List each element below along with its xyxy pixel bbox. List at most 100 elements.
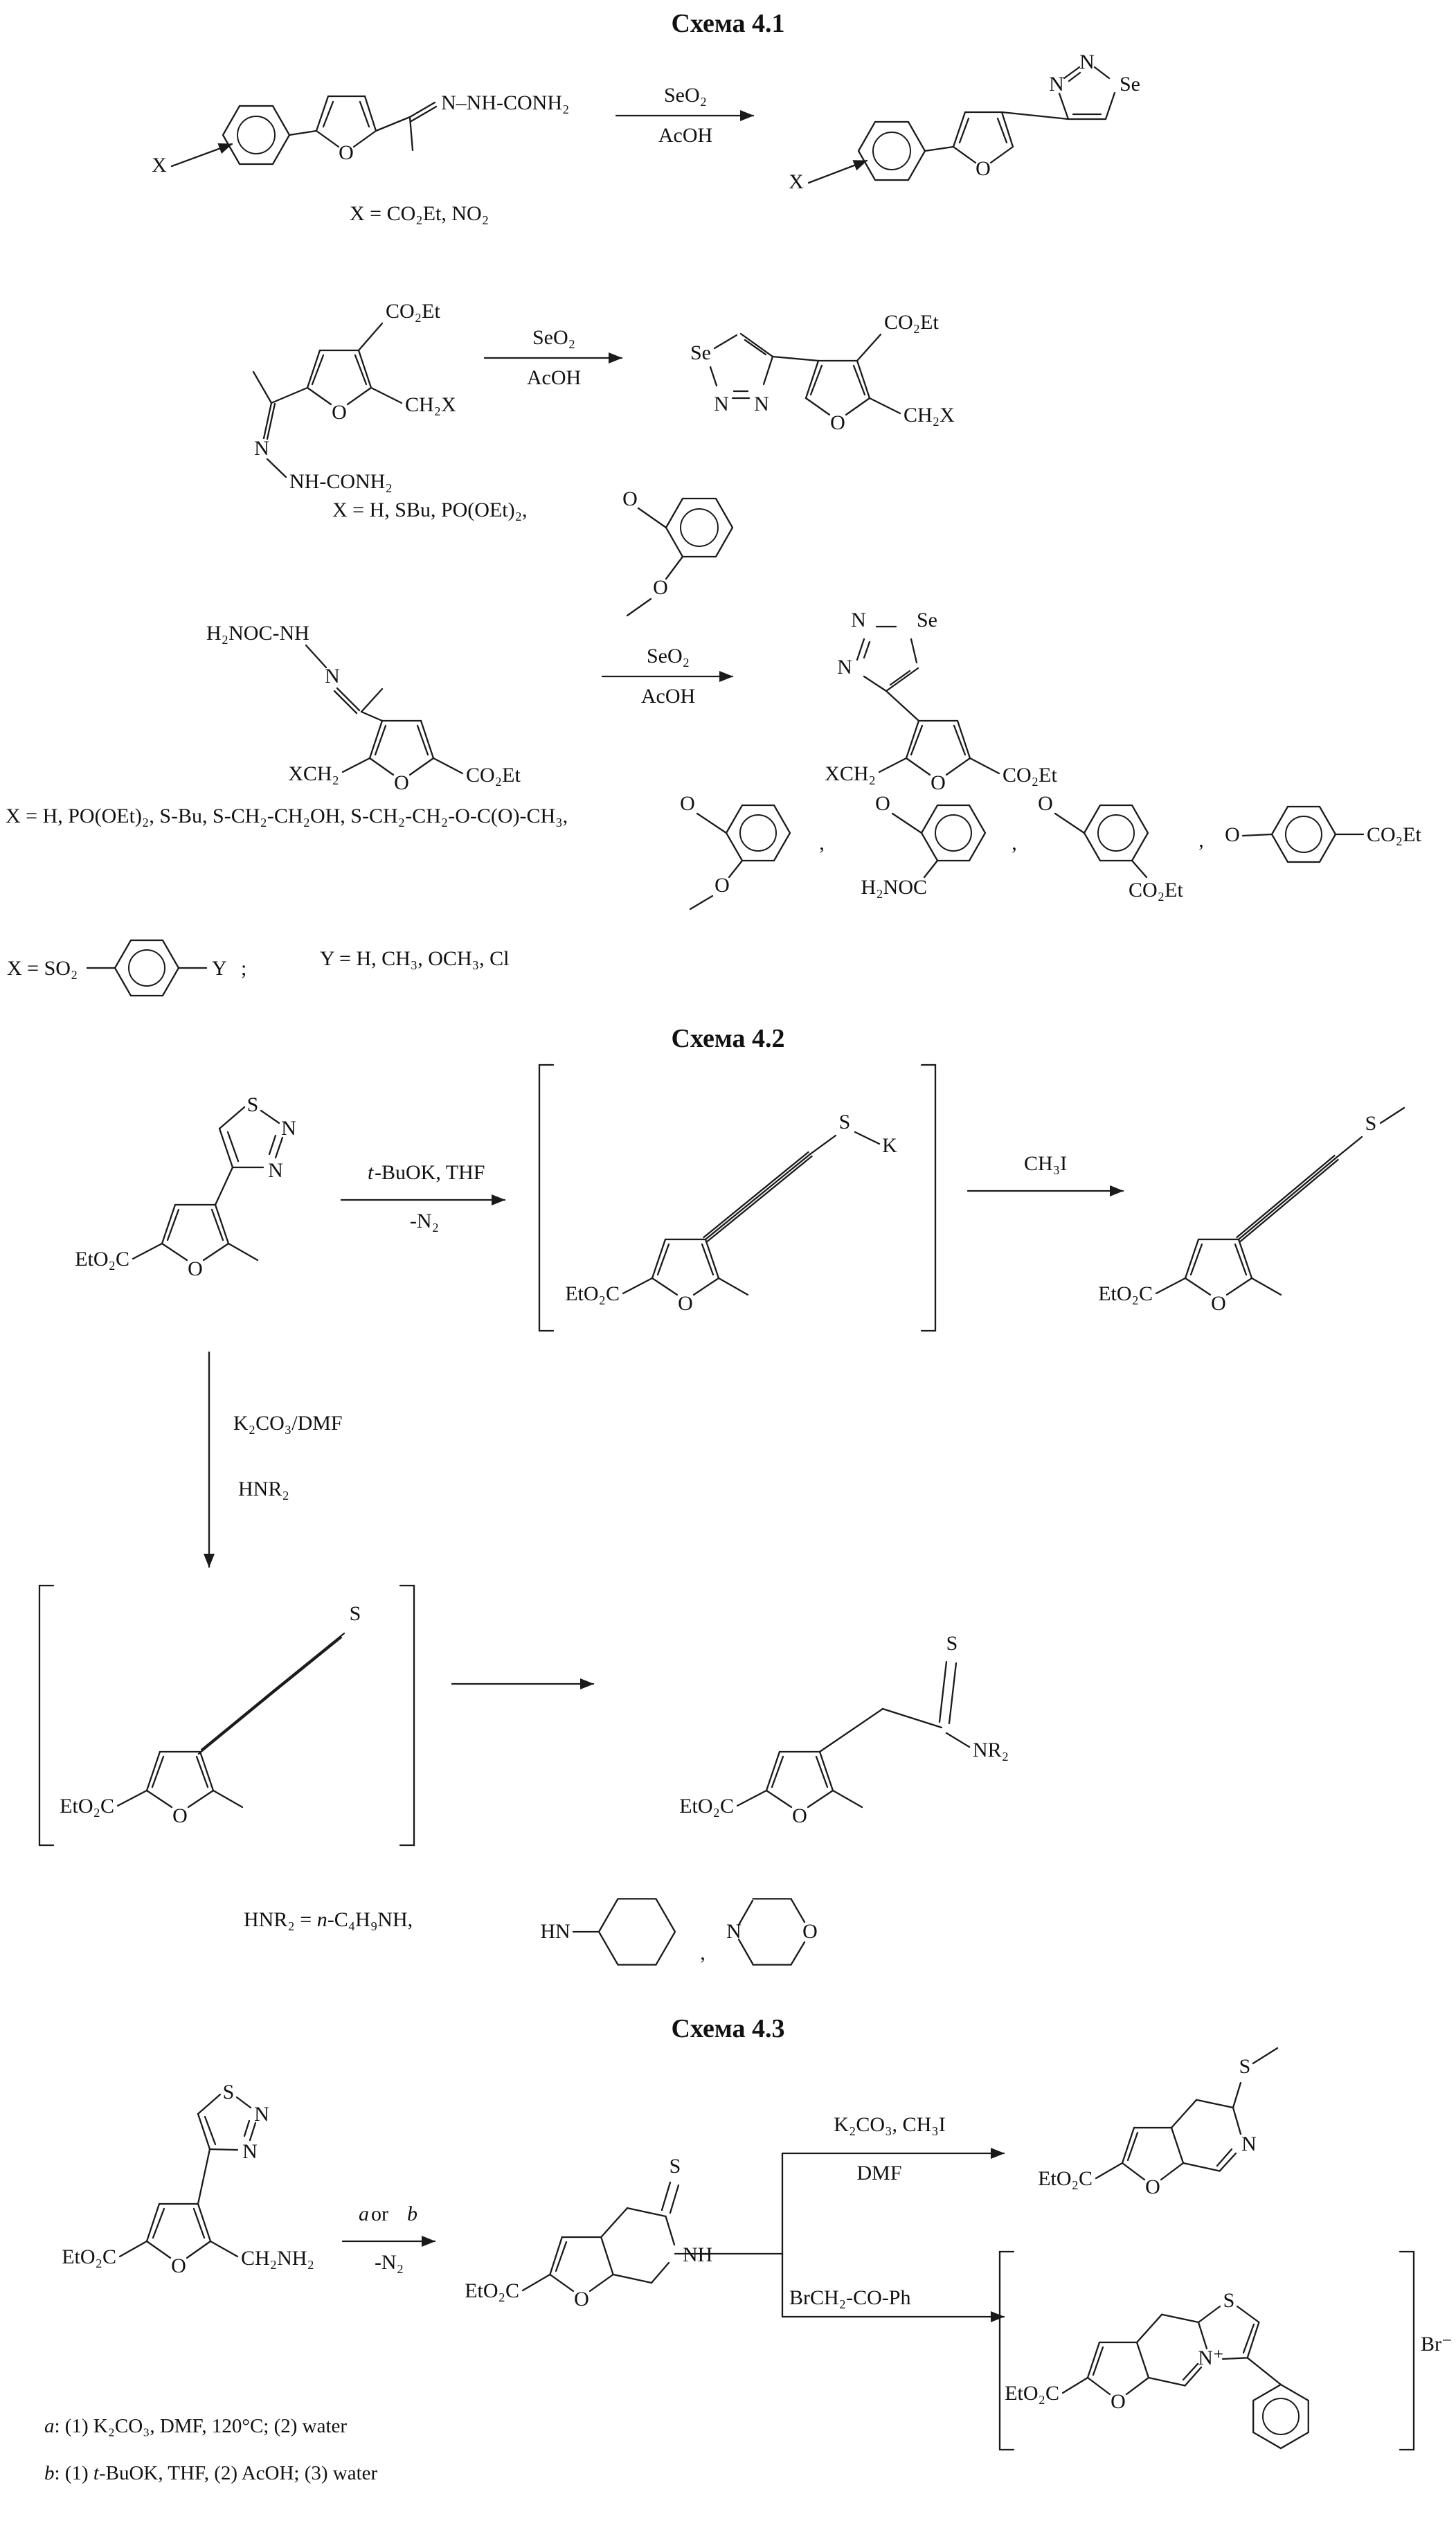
methyl-bond: [832, 1789, 863, 1809]
bracket-left: [38, 1584, 55, 1847]
atom-label-oxygen: O: [792, 1804, 807, 1827]
reaction-arrow-3: SeO₂ AcOH: [601, 645, 734, 708]
structure-semicarbazone-furan-3: H₂NOC-NH N O XCH₂ CO₂Et: [206, 622, 521, 794]
pyridinone-ring: [600, 2207, 676, 2284]
atom-label-nitrogen: N: [1049, 73, 1064, 96]
acetylhydrazone-fragment: [375, 101, 438, 152]
condition-or: or: [371, 2202, 388, 2225]
structure-thioketene-intermediate: S O EtO₂C: [38, 1584, 415, 1847]
reagent-minus-n2: -N₂: [410, 1210, 439, 1232]
furan-ring: O: [161, 1203, 230, 1280]
structure-arylfuryl-semicarbazone: X O N–NH-CONH₂: [152, 91, 569, 177]
amines-n-italic: n: [316, 1908, 327, 1931]
atom-label-nitrogen: N: [726, 1920, 742, 1943]
atom-label-oxygen: O: [680, 792, 695, 815]
furan-ring: O: [765, 1750, 834, 1827]
reagent-ch3i: CH₃I: [1024, 1152, 1067, 1175]
atom-label-oxygen: O: [714, 874, 730, 897]
reagent-minus-n2: -N₂: [375, 2251, 404, 2274]
separator-comma: ,: [700, 1941, 705, 1964]
atom-label-sulfur: S: [1223, 2289, 1235, 2312]
reagent-above: SeO₂: [532, 326, 575, 349]
bond: [305, 644, 327, 669]
nh-label: NH: [683, 2243, 712, 2266]
furan-ring: O: [549, 2236, 614, 2311]
structure-amines: HN , N O: [540, 1898, 818, 1966]
condition-a-italic: a: [359, 2202, 369, 2225]
ester-label: EtO₂C: [679, 1795, 734, 1818]
atom-label-oxygen: O: [802, 1920, 818, 1943]
reagent-dmf: DMF: [856, 2162, 901, 2184]
footnote-b-text: -BuOK, THF, (2) AcOH; (3) water: [98, 2462, 378, 2484]
ester-label: EtO₂C: [565, 1282, 620, 1305]
atom-label-sulfur: S: [839, 1111, 851, 1133]
ester-label: CO₂Et: [1129, 879, 1183, 901]
bracket-right: [399, 1584, 415, 1847]
bond: [116, 1789, 148, 1807]
atom-label-nitrogen: N: [754, 393, 769, 415]
atom-label-oxygen: O: [875, 792, 890, 815]
ester-label: CO₂Et: [386, 300, 440, 323]
atom-label-oxygen: O: [653, 576, 668, 599]
selenadiazole-ring: Se N N: [690, 332, 774, 415]
reaction-arrow-tbuok: t -BuOK, THF -N₂: [340, 1161, 506, 1232]
semicarbazone-label: N–NH-CONH₂: [441, 91, 569, 114]
methyl-bond: [227, 1242, 259, 1262]
separator-comma: ,: [819, 832, 825, 854]
footnote-a-text: : (1) K₂CO₃, DMF, 120°C; (2) water: [54, 2415, 348, 2437]
benzene-ring: [1270, 805, 1337, 863]
atom-label-nitrogen: N: [837, 656, 852, 679]
bond: [197, 2148, 211, 2205]
selenadiazole-ring: N N Se: [1049, 51, 1140, 120]
reagent-above: SeO₂: [647, 645, 690, 667]
reaction-arrow-1: SeO₂ AcOH: [615, 84, 755, 147]
reaction-arrow-a-or-b: a or b -N₂: [341, 2202, 436, 2274]
atom-label-sulfur: S: [1239, 2055, 1251, 2078]
alkyne-bond: [703, 1151, 813, 1243]
atom-label-oxygen: O: [172, 1804, 188, 1827]
ester-label: CO₂Et: [1003, 764, 1057, 787]
bond: [923, 859, 939, 879]
atom-label-sulfur: S: [350, 1602, 361, 1625]
scheme-1-title: Схема 4.1: [671, 9, 785, 38]
footnote-a-label: a: [44, 2415, 55, 2437]
structure-aryloxy-1: O O ,: [680, 792, 825, 910]
structure-thiadiazolyl-aminomethylfuran: S N N O EtO₂C CH₂NH₂: [62, 2081, 314, 2277]
atom-label-oxygen: O: [574, 2288, 589, 2311]
bracket-left: [538, 1064, 555, 1332]
benzene-ring: [222, 105, 291, 165]
atom-label-oxygen: O: [332, 401, 347, 424]
bond: [1155, 1277, 1187, 1295]
scheme-2-title: Схема 4.2: [671, 1024, 785, 1053]
furan-ring: O: [952, 111, 1014, 180]
atom-label-selenium: Se: [917, 609, 937, 631]
bracket-left: [998, 2250, 1015, 2451]
methyl-bond: [1250, 1277, 1282, 1296]
atom-label-oxygen: O: [976, 157, 991, 180]
xch2-label: XCH₂: [288, 762, 339, 785]
bond: [878, 757, 908, 773]
atom-label-oxygen: O: [830, 411, 845, 434]
bond: [118, 2240, 148, 2258]
bond: [288, 129, 318, 136]
atom-label-oxygen: O: [1211, 1292, 1226, 1315]
atom-label-potassium: K: [882, 1134, 897, 1157]
structure-aryloxy-3: O CO₂Et ,: [1038, 792, 1204, 901]
reagent-below: AcOH: [641, 685, 695, 708]
semicarbazide-label: H₂NOC-NH: [206, 622, 309, 645]
separator-comma: ,: [1198, 829, 1204, 852]
atom-label-oxygen: O: [678, 1292, 693, 1315]
reagent-k2co3-dmf: K₂CO₃/DMF: [233, 1412, 343, 1435]
benzene-ring: [665, 497, 734, 558]
bond: [622, 1277, 654, 1295]
footnote-a: a: (1) K₂CO₃, DMF, 120°C; (2) water: [44, 2415, 347, 2438]
bracket-right: [920, 1064, 937, 1332]
morpholine-ring: N O: [726, 1898, 818, 1966]
benzene-ring: [114, 939, 180, 997]
bond: [370, 386, 403, 404]
bond: [881, 1707, 943, 1729]
bond: [432, 757, 464, 775]
pyridine-ring: [1170, 2099, 1242, 2172]
footnote-b-label: b: [44, 2462, 55, 2484]
